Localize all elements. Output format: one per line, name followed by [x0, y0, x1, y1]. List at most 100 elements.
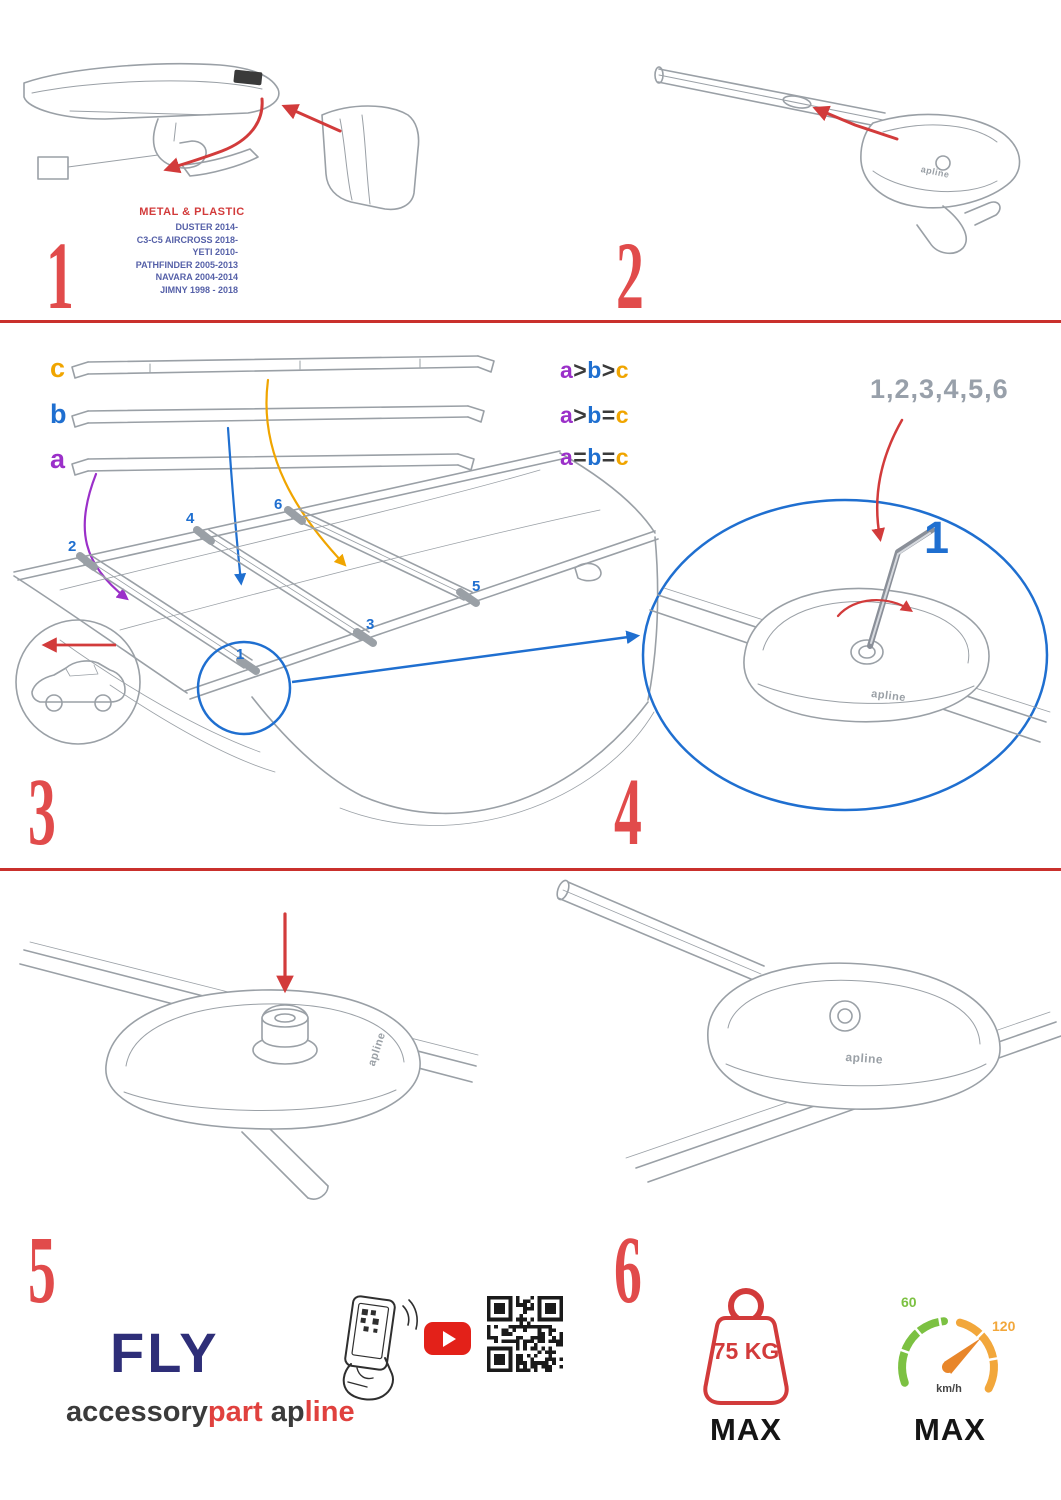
cover-to-bar-arrow — [281, 104, 342, 133]
step5-number: 5 — [28, 1216, 56, 1323]
formula-operator: = — [573, 444, 588, 470]
speed-ticks — [897, 1314, 1001, 1362]
mounted-crossbar-front — [76, 552, 260, 675]
compatibility-item: C3-C5 AIRCROSS 2018- — [136, 234, 238, 245]
crossbar — [654, 66, 886, 128]
roof-position-6: 6 — [274, 496, 283, 513]
bar-to-clamp-arrow — [163, 97, 264, 174]
step1-number: 1 — [46, 222, 74, 329]
step3-illustration — [13, 355, 659, 826]
wordmark-line: line — [304, 1396, 355, 1428]
crossbar-size-c — [71, 355, 495, 379]
qr-modules — [487, 1296, 563, 1372]
foot — [707, 962, 1001, 1110]
plastic-cover — [321, 105, 420, 211]
apline-badge — [233, 69, 263, 86]
formula-term: a — [560, 357, 574, 383]
crossbar — [556, 879, 765, 983]
step6-illustration — [556, 879, 1061, 1183]
formula-term: a — [560, 402, 574, 428]
formula-term: b — [587, 357, 602, 383]
brand-wordmark: accessorypart apline — [66, 1396, 355, 1429]
roof-position-5: 5 — [472, 578, 481, 595]
formula-operator: > — [573, 402, 588, 428]
foot-clamp — [152, 118, 259, 177]
hand — [342, 1357, 394, 1401]
rotate-arrow — [836, 599, 914, 618]
crossbar-end — [23, 63, 280, 120]
allen-key — [867, 527, 935, 649]
material-label: METAL & PLASTIC — [139, 206, 245, 218]
section-divider — [0, 320, 1061, 323]
formula-term: c — [615, 444, 630, 470]
apline-logo-on-foot: apline — [845, 1050, 884, 1067]
position-1-highlight-circle — [196, 640, 292, 736]
step6-number: 6 — [614, 1216, 642, 1323]
order-formula-3: a=b=c — [560, 444, 629, 471]
formula-term: a — [560, 444, 574, 470]
rail-slot-oval — [782, 95, 812, 109]
step1-illustration — [23, 63, 420, 211]
compatibility-item: NAVARA 2004-2014 — [155, 272, 238, 282]
speed-tick-low: 60 — [901, 1294, 917, 1310]
play-triangle — [442, 1330, 456, 1347]
zoom-arrow — [291, 630, 641, 684]
compatibility-item: PATHFINDER 2005-2013 — [135, 259, 238, 270]
speed-arc-orange — [955, 1318, 998, 1393]
formula-operator: = — [601, 402, 616, 428]
compatibility-item: DUSTER 2014- — [175, 222, 238, 232]
guide-a — [83, 472, 129, 601]
scan-phone-icon — [342, 1295, 418, 1401]
mounted-crossbar-middle — [193, 526, 377, 647]
wordmark-part: part — [207, 1396, 263, 1428]
crossbar-size-a — [71, 453, 475, 476]
crossbar-size-b — [71, 405, 485, 428]
formula-operator: > — [573, 357, 588, 383]
sequence-arrow — [871, 418, 904, 543]
order-formula-1: a>b>c — [560, 357, 629, 384]
step2-illustration — [654, 66, 1021, 255]
bar-label-a: a — [50, 444, 66, 474]
step4-illustration — [641, 418, 1051, 812]
speed-arc-green — [898, 1317, 948, 1387]
bar-label-b: b — [50, 399, 67, 429]
max-load-label: MAX — [710, 1412, 782, 1447]
bar-label-c: c — [50, 353, 66, 383]
max-speed-icon — [897, 1314, 1001, 1393]
compatibility-item: YETI 2010- — [192, 247, 238, 257]
step2-number: 2 — [616, 222, 644, 329]
scan-waves — [402, 1299, 418, 1330]
insert-arrow — [812, 105, 899, 141]
max-load-value: 75 KG — [712, 1338, 780, 1364]
max-speed-label: MAX — [914, 1412, 986, 1447]
guide-b — [226, 426, 247, 586]
zoom-circle — [641, 498, 1049, 812]
foot — [860, 113, 1021, 255]
step3-number: 3 — [28, 758, 56, 865]
callout-leader — [67, 154, 159, 168]
speed-tick-high: 120 — [992, 1318, 1016, 1334]
phone — [344, 1295, 396, 1371]
compatibility-list: DUSTER 2014- C3-C5 AIRCROSS 2018- YETI 2… — [95, 221, 238, 296]
car-roof — [13, 450, 659, 826]
foot — [743, 587, 990, 723]
section-divider — [0, 868, 1061, 871]
callout-box — [37, 156, 69, 180]
car-direction-inset — [15, 619, 141, 745]
step5-illustration — [19, 912, 479, 1200]
wordmark-ap: ap — [270, 1396, 305, 1428]
locking-knob — [261, 1004, 309, 1048]
crossbar-end — [241, 1123, 329, 1200]
roof-position-3: 3 — [366, 616, 375, 633]
formula-term: c — [615, 402, 630, 428]
first-position-number: 1 — [924, 512, 950, 563]
youtube-play-icon — [424, 1322, 471, 1355]
qr-finder-patterns — [487, 1296, 563, 1372]
formula-term: b — [587, 444, 602, 470]
formula-operator: > — [601, 357, 616, 383]
roof-position-1: 1 — [236, 646, 245, 663]
roof-position-4: 4 — [186, 510, 195, 527]
roof-position-2: 2 — [68, 538, 77, 555]
speed-unit: km/h — [936, 1383, 962, 1395]
